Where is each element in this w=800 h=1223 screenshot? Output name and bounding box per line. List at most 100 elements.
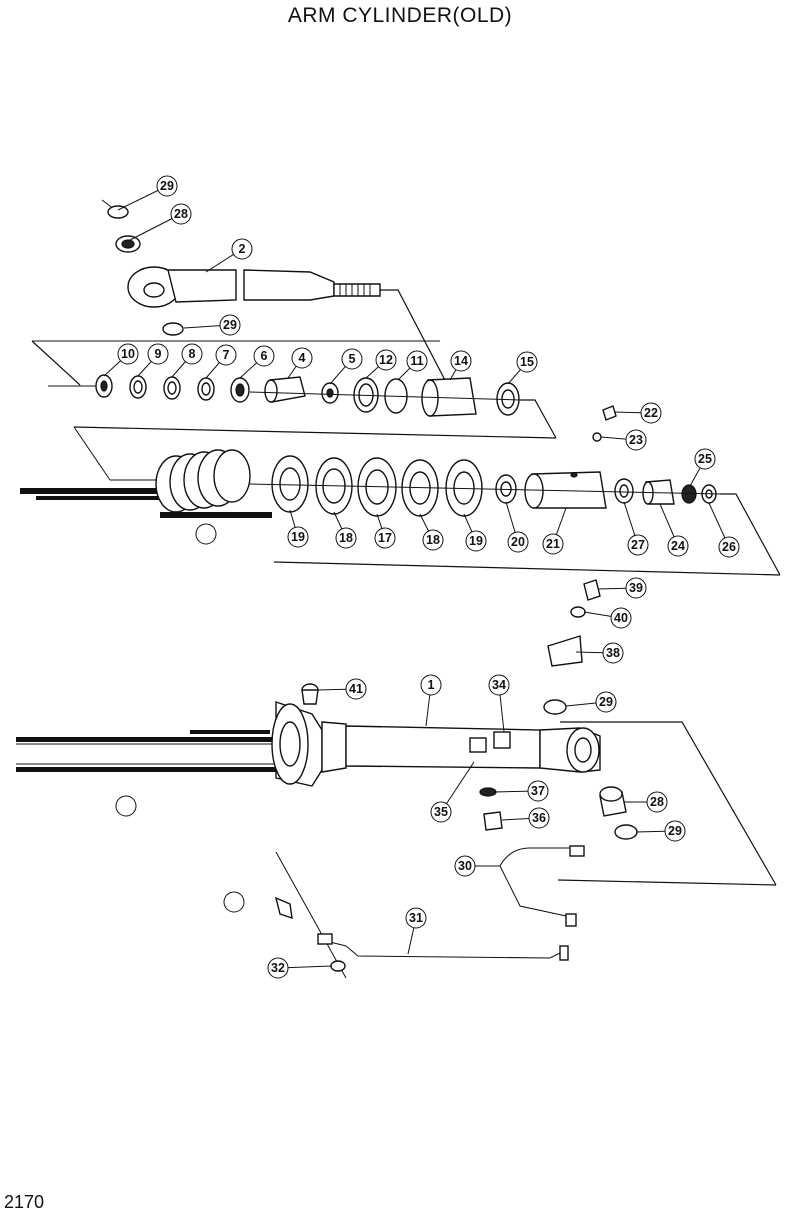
page-title: ARM CYLINDER(OLD) — [287, 4, 513, 27]
callout-circle — [507, 531, 529, 553]
callout-number: 29 — [223, 318, 237, 332]
callout-circle — [156, 175, 178, 197]
callout-circle — [694, 448, 716, 470]
callout-circle — [267, 957, 289, 979]
callout-circle — [430, 801, 452, 823]
callout-number: 29 — [599, 695, 613, 709]
callout-2: 2 — [205, 238, 253, 273]
callout-circle — [718, 536, 740, 558]
callout-6: 6 — [239, 345, 275, 379]
callout-number: 19 — [291, 530, 305, 544]
callout-number: 18 — [426, 533, 440, 547]
callout-circle — [625, 577, 647, 599]
callout-7: 7 — [205, 344, 237, 379]
callout-29: 29 — [635, 820, 686, 842]
callout-number: 19 — [469, 534, 483, 548]
callout-number: 9 — [155, 347, 162, 361]
callout-circle — [667, 535, 689, 557]
callout-circle — [640, 402, 662, 424]
callout-circle — [595, 691, 617, 713]
callout-circle — [215, 344, 237, 366]
callout-9: 9 — [137, 343, 169, 377]
callout-number: 27 — [631, 538, 645, 552]
gland-parts-row — [31, 340, 557, 439]
callout-circle — [450, 350, 472, 372]
callout-number: 7 — [223, 348, 230, 362]
callout-14: 14 — [449, 350, 472, 381]
callout-circle — [181, 343, 203, 365]
callout-circle — [231, 238, 253, 260]
callout-26: 26 — [708, 502, 740, 558]
callout-29: 29 — [117, 175, 178, 211]
callout-34: 34 — [488, 674, 510, 733]
callout-18: 18 — [419, 513, 444, 551]
callout-number: 8 — [189, 347, 196, 361]
callout-number: 11 — [410, 354, 423, 368]
callout-15: 15 — [507, 351, 538, 385]
callout-circle — [602, 642, 624, 664]
callout-circle — [375, 349, 397, 371]
callout-circle — [625, 429, 647, 451]
callout-circle — [345, 678, 367, 700]
callout-number: 22 — [644, 406, 658, 420]
callout-number: 31 — [409, 911, 423, 925]
callout-number: 29 — [668, 824, 682, 838]
callout-circle — [406, 350, 428, 372]
callout-number: 23 — [629, 433, 643, 447]
page-number: 2170 — [4, 1192, 45, 1212]
callout-circle — [170, 203, 192, 225]
callout-circle — [335, 527, 357, 549]
callout-32: 32 — [267, 957, 333, 979]
callout-21: 21 — [542, 507, 567, 555]
callout-29: 29 — [565, 691, 617, 713]
callout-circle — [147, 343, 169, 365]
callout-number: 39 — [629, 581, 643, 595]
callout-41: 41 — [317, 678, 367, 700]
callout-number: 37 — [531, 784, 545, 798]
callout-number: 2 — [239, 242, 246, 256]
callout-circle — [646, 791, 668, 813]
callout-19: 19 — [463, 513, 487, 552]
callout-number: 10 — [121, 347, 135, 361]
callout-39: 39 — [597, 577, 647, 599]
callout-circle — [528, 807, 550, 829]
callout-10: 10 — [103, 343, 139, 377]
callout-number: 26 — [722, 540, 736, 554]
pipes-parts-30-31 — [274, 845, 585, 979]
piston-rod-part-2 — [101, 199, 459, 406]
callout-number: 15 — [520, 355, 534, 369]
callout-22: 22 — [613, 402, 662, 424]
callout-number: 34 — [492, 678, 506, 692]
callout-number: 1 — [428, 678, 435, 692]
callout-circle — [488, 674, 510, 696]
callout-30: 30 — [454, 855, 500, 877]
callout-circle — [117, 343, 139, 365]
callout-8: 8 — [171, 343, 203, 378]
callout-number: 12 — [379, 353, 393, 367]
callout-circle — [610, 607, 632, 629]
callout-31: 31 — [405, 907, 427, 955]
callout-number: 36 — [532, 811, 546, 825]
callout-36: 36 — [501, 807, 550, 829]
callout-number: 35 — [434, 805, 448, 819]
callout-circle — [627, 534, 649, 556]
callout-circle — [664, 820, 686, 842]
callout-number: 4 — [299, 351, 306, 365]
callout-circle — [527, 780, 549, 802]
callout-number: 24 — [671, 539, 685, 553]
callout-23: 23 — [600, 429, 647, 451]
callout-circle — [287, 526, 309, 548]
callout-27: 27 — [623, 501, 649, 556]
callout-circle — [405, 907, 427, 929]
callout-number: 30 — [458, 859, 472, 873]
callout-number: 14 — [454, 354, 468, 368]
callout-5: 5 — [329, 348, 363, 385]
callout-37: 37 — [493, 780, 549, 802]
callout-number: 38 — [606, 646, 620, 660]
callout-circle — [516, 351, 538, 373]
callout-circle — [219, 314, 241, 336]
callout-circle — [454, 855, 476, 877]
callout-number: 21 — [546, 537, 560, 551]
